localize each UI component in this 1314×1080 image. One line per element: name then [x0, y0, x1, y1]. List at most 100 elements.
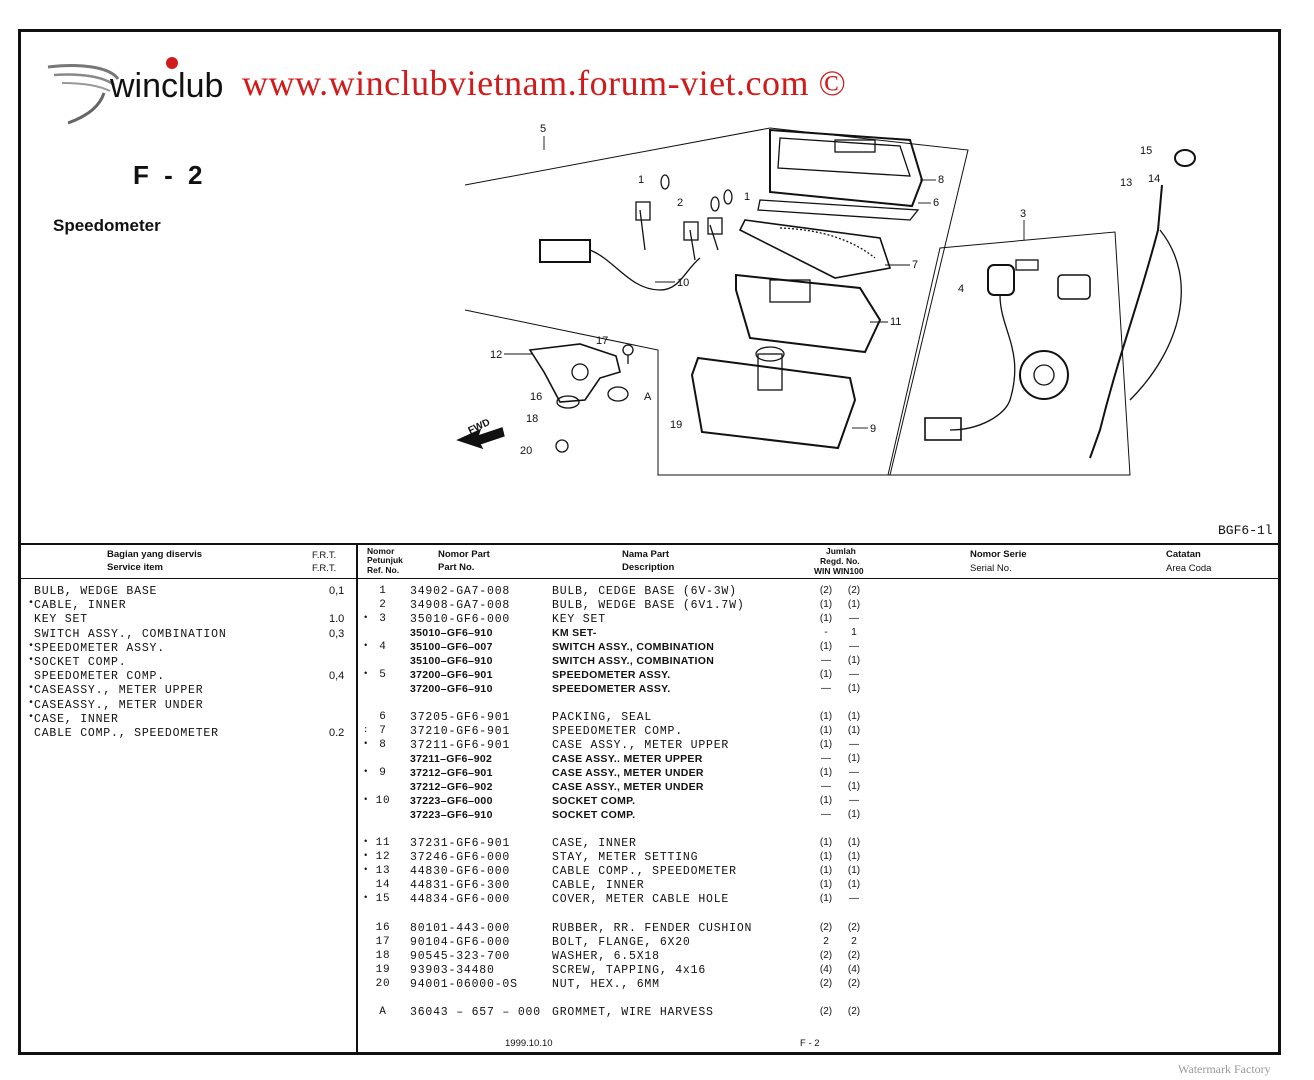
part-number: 44834-GF6-000	[410, 893, 511, 906]
part-ref-no: 5	[379, 669, 387, 681]
ref-header-line1: Nomor	[367, 546, 395, 556]
part-description: RUBBER, RR. FENDER CUSHION	[552, 922, 753, 935]
part-description: SWITCH ASSY., COMBINATION	[552, 641, 715, 653]
part-number: 35010-GF6-000	[410, 613, 511, 626]
part-qty-win: -	[824, 627, 828, 638]
part-description: PACKING, SEAL	[552, 711, 653, 724]
part-mark: •	[363, 893, 370, 903]
part-number: 37212–GF6–902	[410, 781, 493, 793]
part-qty-win: (2)	[819, 978, 833, 989]
part-mark: •	[363, 851, 370, 861]
service-item-frt: 0.2	[329, 726, 345, 739]
qty-header-line1: Jumlah	[826, 546, 856, 556]
svg-text:11: 11	[890, 316, 901, 328]
part-number: 44831-GF6-300	[410, 879, 511, 892]
service-item-frt: 0,4	[329, 670, 345, 683]
page-frame	[18, 29, 1281, 1055]
service-item-name: CASEASSY., METER UNDER	[34, 698, 204, 712]
part-description: CABLE, INNER	[552, 879, 645, 892]
page-code: F - 2	[133, 160, 207, 190]
part-description: WASHER, 6.5X18	[552, 950, 660, 963]
part-qty-win: (1)	[819, 767, 833, 778]
part-qty-win100: —	[849, 893, 859, 904]
svg-text:19: 19	[670, 419, 682, 431]
svg-text:A: A	[644, 391, 652, 403]
watermark: Watermark Factory	[1178, 1062, 1271, 1076]
footer-date: 1999.10.10	[505, 1038, 553, 1049]
part-ref-no: 10	[375, 795, 391, 807]
part-number: 35010–GF6–910	[410, 627, 493, 639]
service-item-name: CABLE, INNER	[34, 599, 127, 613]
part-qty-win: (1)	[819, 711, 833, 722]
frt-header-line1: F.R.T.	[312, 550, 337, 561]
part-number: 34902-GA7-008	[410, 585, 511, 598]
part-qty-win100: (2)	[847, 922, 861, 933]
part-mark: •	[363, 795, 370, 805]
part-description: KEY SET	[552, 613, 606, 626]
service-item-name: CASE, INNER	[34, 712, 119, 726]
part-qty-win: (1)	[819, 795, 833, 806]
part-description: CASE ASSY., METER UNDER	[552, 781, 704, 793]
part-description: STAY, METER SETTING	[552, 851, 699, 864]
part-ref-no: 6	[379, 711, 387, 723]
part-qty-win100: (2)	[847, 978, 861, 989]
part-mark: •	[363, 669, 370, 679]
part-mark: •	[363, 613, 370, 623]
site-url[interactable]: www.winclubvietnam.forum-viet.com ©	[242, 63, 847, 103]
svg-text:1: 1	[638, 174, 644, 186]
ref-header-line3: Ref. No.	[367, 565, 400, 575]
part-number: 36043 – 657 – 000	[410, 1006, 541, 1019]
part-ref-no: 13	[375, 865, 391, 877]
part-mark: •	[363, 837, 370, 847]
svg-text:3: 3	[1020, 208, 1026, 220]
part-qty-win100: (2)	[847, 950, 861, 961]
part-description: SOCKET COMP.	[552, 795, 636, 807]
part-ref-no: 15	[375, 893, 391, 905]
part-qty-win100: (1)	[847, 837, 861, 848]
part-qty-win100: (1)	[847, 753, 861, 764]
table-top-rule	[18, 543, 1281, 545]
part-qty-win: (1)	[819, 893, 833, 904]
part-qty-win100: (2)	[847, 1006, 861, 1017]
part-qty-win100: —	[849, 739, 859, 750]
part-description: CABLE COMP., SPEEDOMETER	[552, 865, 737, 878]
part-number: 35100–GF6–007	[410, 641, 493, 653]
part-number: 90104-GF6-000	[410, 936, 511, 949]
part-description: CASE ASSY., METER UNDER	[552, 767, 704, 779]
part-number: 35100–GF6–910	[410, 655, 493, 667]
service-item-name: CASEASSY., METER UPPER	[34, 684, 204, 698]
service-item-name: CABLE COMP., SPEEDOMETER	[34, 726, 219, 740]
part-description: SPEEDOMETER ASSY.	[552, 683, 671, 695]
part-description: SCREW, TAPPING, 4x16	[552, 964, 707, 977]
part-description: CASE, INNER	[552, 837, 637, 850]
part-qty-win: (1)	[819, 739, 833, 750]
service-item-row: •CASE, INNER	[28, 712, 354, 727]
service-item-mark: •	[28, 711, 35, 723]
svg-text:16: 16	[530, 391, 542, 403]
part-qty-win100: (1)	[847, 851, 861, 862]
svg-text:7: 7	[912, 259, 918, 271]
part-description: SPEEDOMETER ASSY.	[552, 669, 671, 681]
part-qty-win100: (1)	[847, 711, 861, 722]
part-qty-win100: 1	[851, 627, 857, 638]
service-item-row: •SPEEDOMETER ASSY.	[28, 641, 354, 656]
svg-text:4: 4	[958, 283, 964, 295]
part-number: 37246-GF6-000	[410, 851, 511, 864]
footer-page: F - 2	[800, 1038, 820, 1049]
part-ref-no: 16	[375, 922, 391, 934]
part-ref-no: 17	[375, 936, 391, 948]
part-qty-win: (1)	[819, 851, 833, 862]
part-ref-no: 4	[379, 641, 387, 653]
service-item-name: SWITCH ASSY., COMBINATION	[34, 627, 227, 641]
part-number: 37231-GF6-901	[410, 837, 511, 850]
winclub-logo: winclub	[47, 57, 223, 125]
part-ref-no: 3	[379, 613, 387, 625]
service-item-row: •CASEASSY., METER UNDER	[28, 698, 354, 713]
part-qty-win: —	[821, 683, 831, 694]
part-qty-win100: —	[849, 767, 859, 778]
part-qty-win100: (2)	[847, 585, 861, 596]
service-item-frt: 0,1	[329, 585, 345, 597]
frt-header-line2: F.R.T.	[312, 563, 337, 574]
